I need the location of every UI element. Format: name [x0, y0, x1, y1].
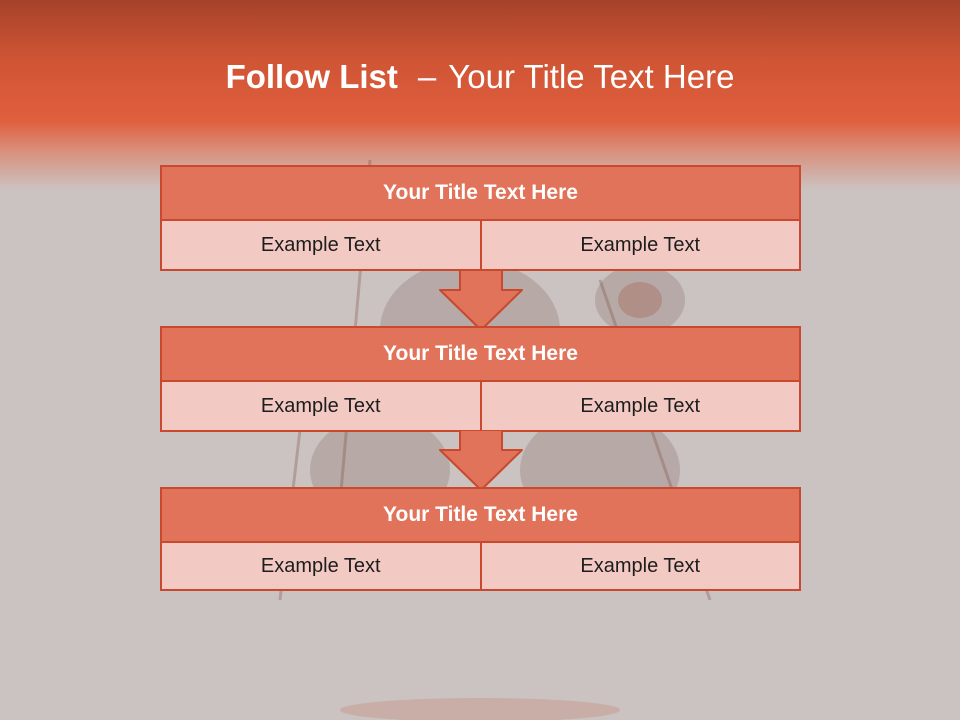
list-block-3: Your Title Text Here Example Text Exampl… — [160, 487, 801, 591]
block-cell-left[interactable]: Example Text — [160, 382, 482, 432]
header-band — [0, 0, 960, 190]
list-block-2: Your Title Text Here Example Text Exampl… — [160, 326, 801, 432]
block-cell-right[interactable]: Example Text — [481, 382, 801, 432]
down-arrow-icon — [439, 430, 523, 491]
title-separator: – — [417, 58, 437, 95]
block-title[interactable]: Your Title Text Here — [160, 487, 801, 543]
list-block-1: Your Title Text Here Example Text Exampl… — [160, 165, 801, 271]
block-cell-left[interactable]: Example Text — [160, 543, 482, 591]
slide-title: Follow List – Your Title Text Here — [0, 52, 960, 102]
title-text: Your Title Text Here — [448, 58, 735, 95]
block-cell-left[interactable]: Example Text — [160, 221, 482, 271]
block-title[interactable]: Your Title Text Here — [160, 165, 801, 221]
block-cell-right[interactable]: Example Text — [481, 543, 801, 591]
title-bold-text: Follow List — [225, 58, 398, 95]
down-arrow-icon — [439, 270, 523, 331]
block-cell-right[interactable]: Example Text — [481, 221, 801, 271]
block-title[interactable]: Your Title Text Here — [160, 326, 801, 382]
